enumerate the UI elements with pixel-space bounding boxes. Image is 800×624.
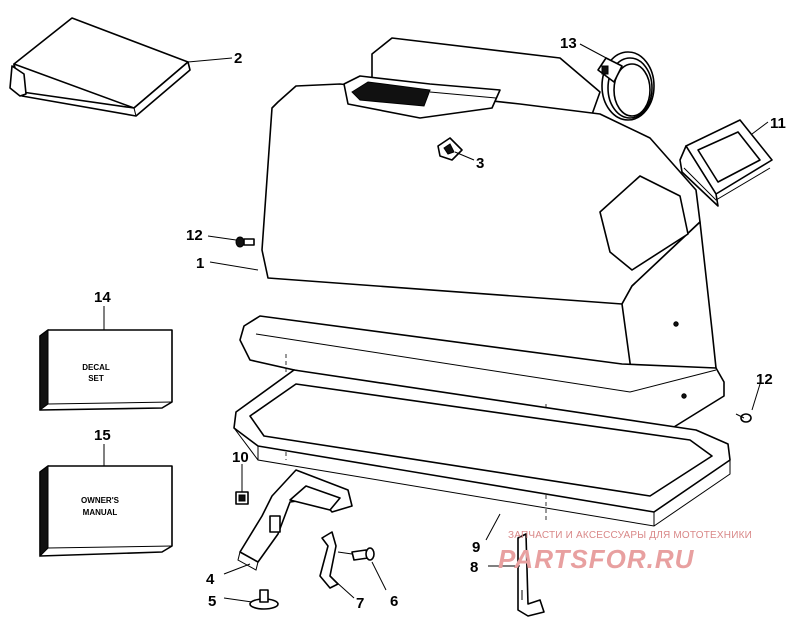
callout-1: 1 bbox=[196, 255, 204, 272]
callout-11: 11 bbox=[770, 115, 786, 132]
callout-12-right: 12 bbox=[756, 371, 773, 388]
callout-5: 5 bbox=[208, 593, 216, 610]
part-12-screw-right bbox=[735, 413, 752, 423]
callout-7: 7 bbox=[356, 595, 364, 612]
watermark: ЗАПЧАСТИ И АКСЕССУАРЫ ДЛЯ МОТОТЕХНИКИ PA… bbox=[498, 530, 752, 574]
part-6-screw bbox=[337, 547, 375, 561]
decal-box-line1: DECAL bbox=[82, 363, 110, 372]
callout-14: 14 bbox=[94, 289, 111, 306]
manual-box-line1: OWNER'S bbox=[81, 496, 120, 505]
callout-6: 6 bbox=[390, 593, 398, 610]
watermark-tagline: ЗАПЧАСТИ И АКСЕССУАРЫ ДЛЯ МОТОТЕХНИКИ bbox=[508, 530, 752, 541]
part-14-decal-set-box: DECAL SET bbox=[39, 329, 173, 411]
watermark-brand: PARTSFOR.RU bbox=[498, 544, 695, 574]
callout-13: 13 bbox=[560, 35, 577, 52]
manual-box-line2: MANUAL bbox=[83, 508, 118, 517]
callout-15: 15 bbox=[94, 427, 111, 444]
part-3-emblem bbox=[437, 137, 463, 161]
callout-9: 9 bbox=[472, 539, 480, 556]
callout-2: 2 bbox=[234, 50, 242, 67]
part-15-owners-manual-box: OWNER'S MANUAL bbox=[39, 465, 173, 558]
part-12-screw-left bbox=[235, 236, 255, 248]
part-9-gasket bbox=[233, 369, 731, 527]
part-11-seal bbox=[679, 119, 773, 207]
part-5-stud bbox=[249, 589, 279, 610]
decal-box-line2: SET bbox=[88, 374, 104, 383]
leader-lines bbox=[103, 43, 769, 603]
part-8-latch-bracket bbox=[517, 533, 545, 617]
part-13-cable bbox=[597, 51, 655, 121]
part-7-latch bbox=[319, 531, 339, 589]
callout-8: 8 bbox=[470, 559, 478, 576]
callout-3: 3 bbox=[476, 155, 484, 172]
part-1-motor-cover bbox=[239, 37, 725, 520]
callout-10: 10 bbox=[232, 449, 249, 466]
part-10-clip bbox=[235, 491, 249, 505]
part-4-bracket bbox=[237, 469, 353, 571]
callout-4: 4 bbox=[206, 571, 215, 588]
callout-12-left: 12 bbox=[186, 227, 203, 244]
callout-numbers: 2 13 11 3 12 1 14 12 15 10 9 4 8 5 7 6 bbox=[94, 35, 786, 612]
part-2-cover-lid bbox=[9, 17, 191, 117]
